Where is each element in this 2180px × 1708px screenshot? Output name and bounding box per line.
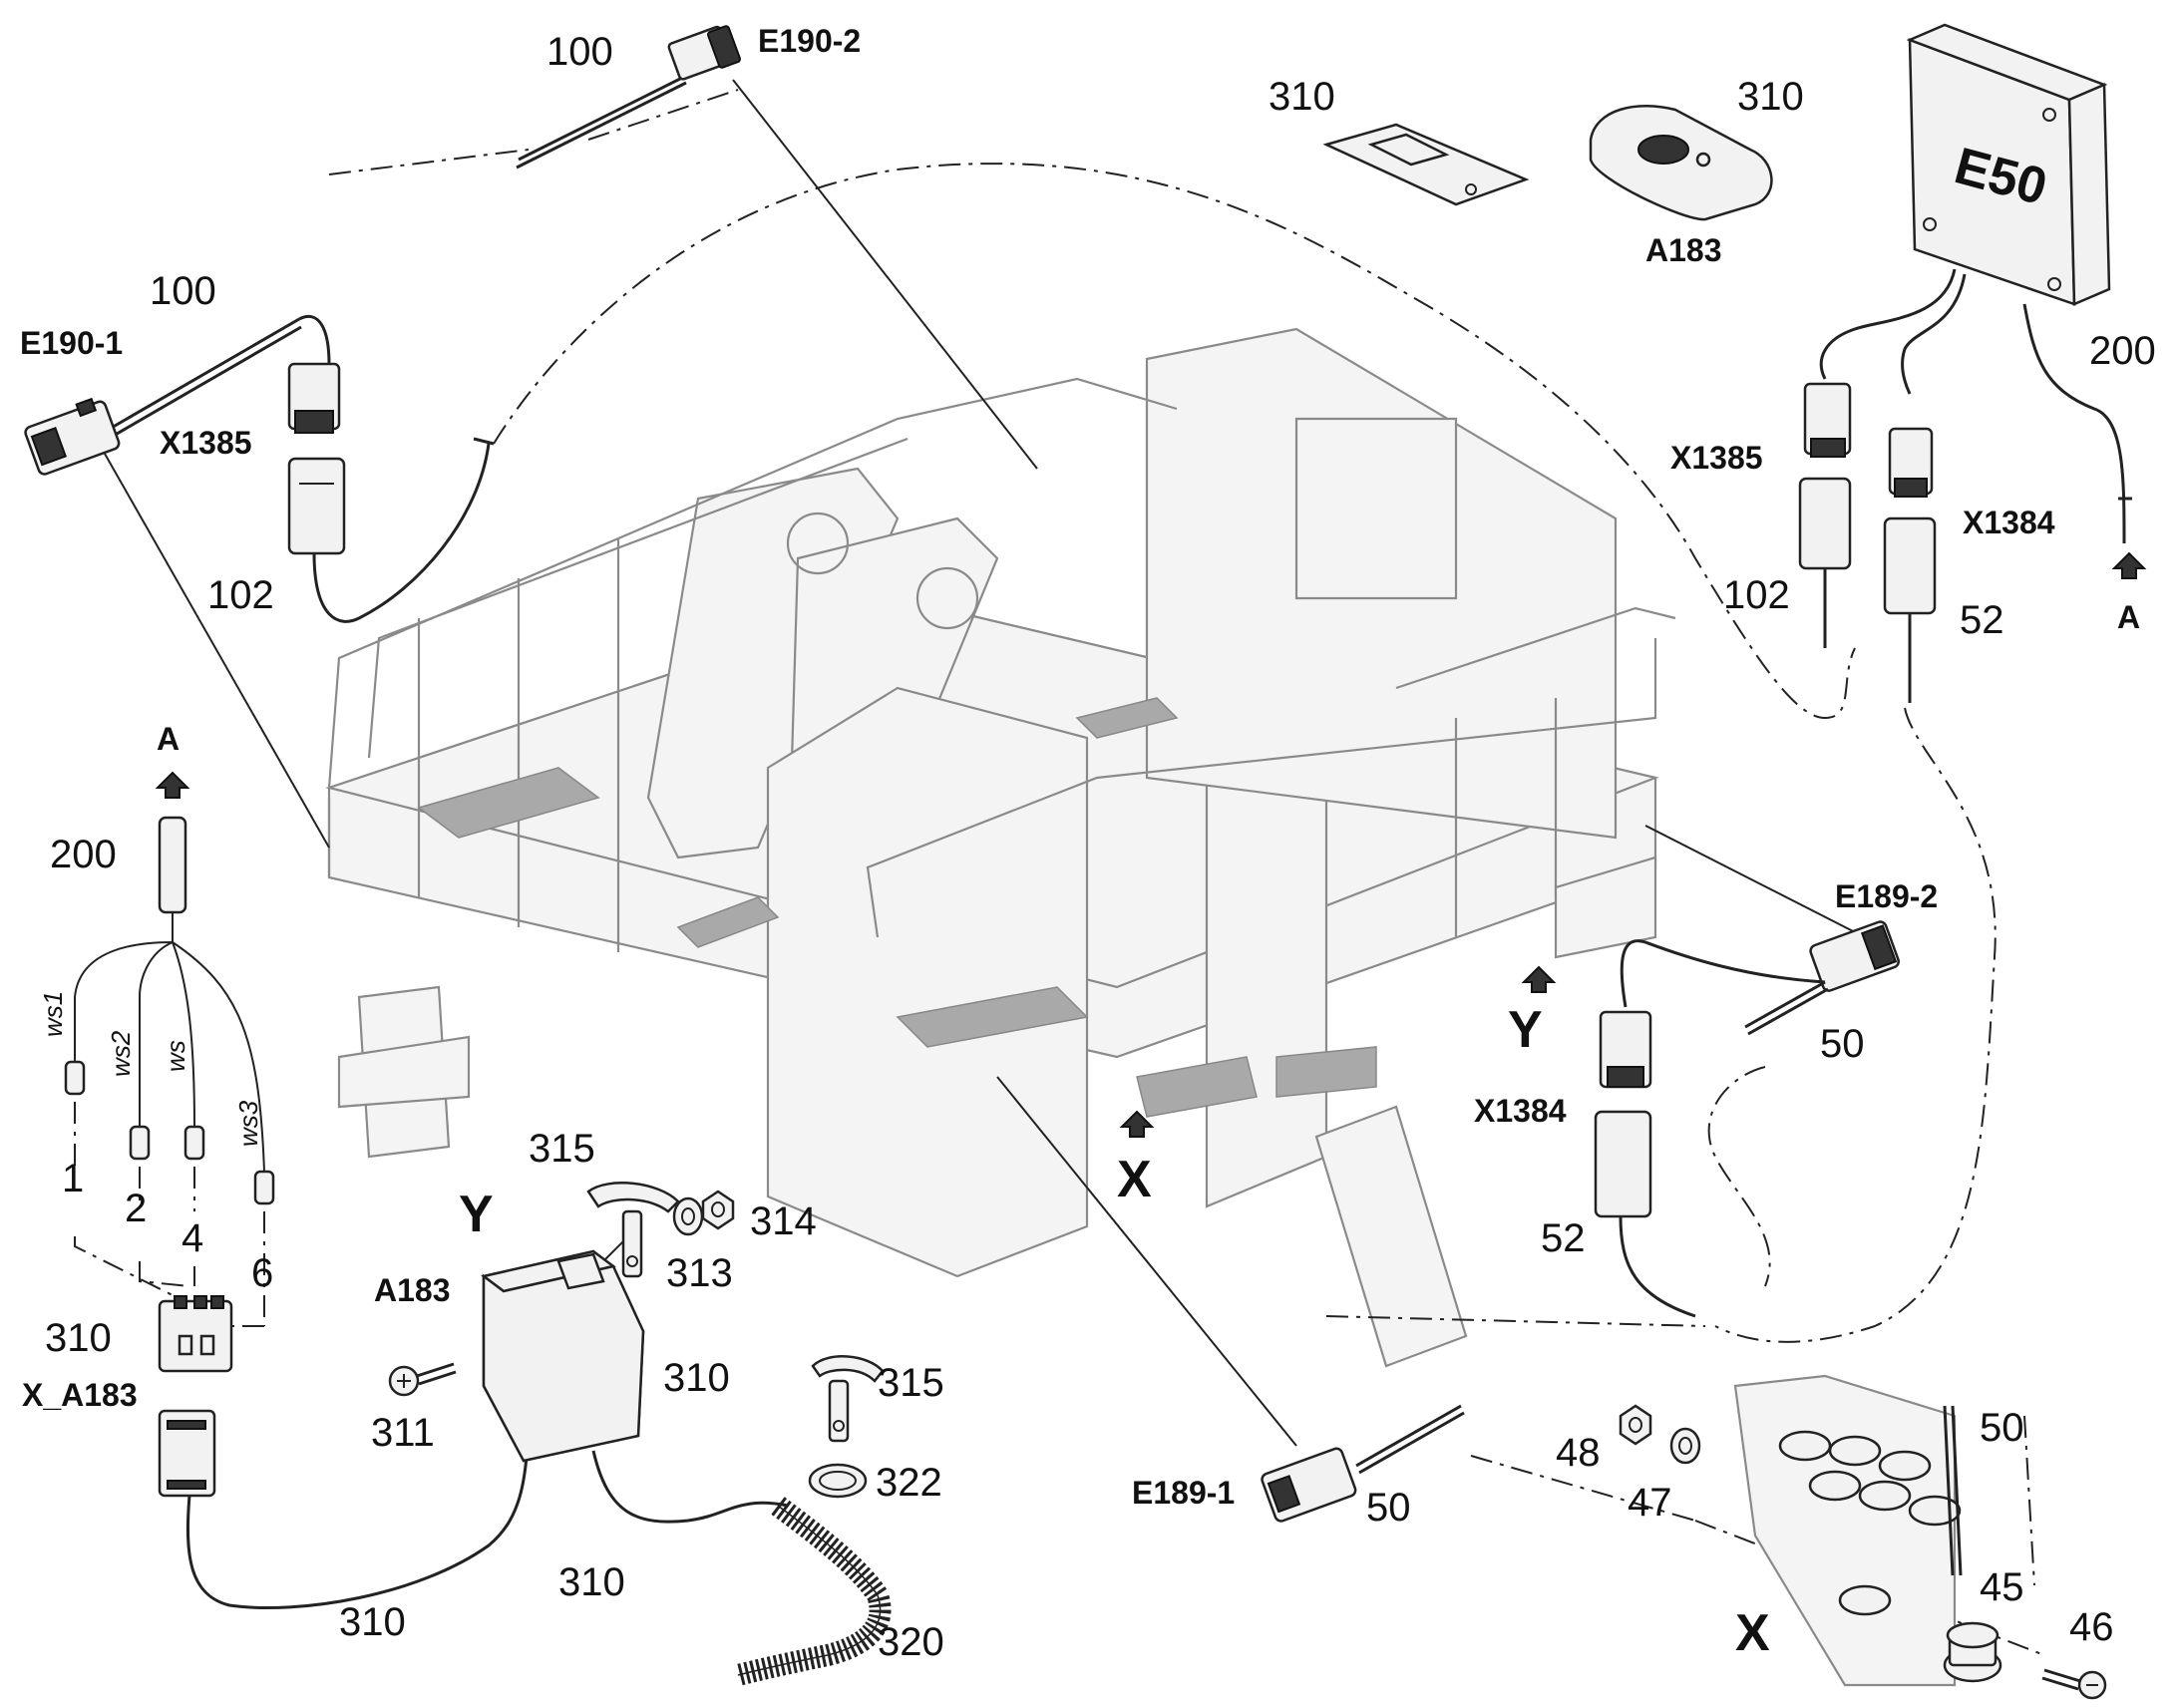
label-102-left: 102: [207, 573, 274, 617]
label-45: 45: [1980, 1565, 2024, 1609]
label-x-a183: X_A183: [22, 1377, 138, 1413]
arrow-y-icon: [1521, 965, 1557, 993]
label-e189-2: E189-2: [1835, 878, 1938, 914]
cable-50-right: [1594, 920, 1901, 1318]
card-310: [1322, 123, 1530, 206]
label-315-bottom: 315: [878, 1361, 944, 1405]
label-311: 311: [371, 1411, 435, 1455]
box-a183: [388, 1249, 645, 1463]
label-e190-1: E190-1: [20, 325, 123, 361]
label-x1384-mid: X1384: [1474, 1093, 1567, 1129]
label-310-cable-a: 310: [339, 1600, 406, 1644]
label-x1385-right: X1385: [1670, 440, 1763, 476]
label-48: 48: [1556, 1431, 1601, 1475]
label-310-plug: 310: [45, 1316, 112, 1360]
label-a183-mid: A183: [374, 1272, 451, 1308]
connector-x1385-right: [1798, 382, 1852, 648]
label-a183-top: A183: [1645, 232, 1722, 268]
label-y-machine: Y: [1508, 1001, 1543, 1059]
detail-x: [1619, 1374, 2107, 1700]
label-a-right: A: [2117, 599, 2140, 635]
connector-e189-1: [1261, 1404, 1465, 1523]
label-47: 47: [1628, 1481, 1672, 1525]
coil-hose-320: [735, 1497, 892, 1686]
cable-100-left: [24, 315, 495, 623]
label-pin-6: 6: [251, 1251, 273, 1295]
label-310-box: 310: [663, 1356, 730, 1400]
label-50-bottom: 50: [1366, 1486, 1411, 1530]
label-ws2: ws2: [106, 1030, 136, 1077]
cable-x-a183: [158, 1405, 531, 1609]
label-e190-2: E190-2: [758, 23, 861, 59]
arrow-x-icon: [1119, 1110, 1155, 1138]
label-310-remote: 310: [1737, 75, 1804, 119]
label-x-detail: X: [1735, 1604, 1770, 1662]
label-100-left: 100: [150, 269, 216, 313]
label-52-mid: 52: [1541, 1216, 1586, 1260]
clamp-322: [808, 1463, 868, 1499]
label-pin-2: 2: [125, 1187, 147, 1230]
label-46: 46: [2069, 1605, 2114, 1649]
label-102-right: 102: [1723, 573, 1790, 617]
cable-route-right: [1714, 707, 1997, 1343]
remote-a183: [1589, 105, 1773, 221]
label-ws1: ws1: [38, 991, 68, 1037]
label-a-left: A: [157, 721, 180, 757]
clip-315-bottom: [811, 1355, 885, 1443]
label-y-detail: Y: [459, 1186, 494, 1243]
label-314: 314: [750, 1199, 817, 1243]
label-200-right: 200: [2089, 329, 2156, 373]
label-320: 320: [878, 1620, 944, 1664]
clip-315-top: [586, 1182, 735, 1278]
label-ws3: ws3: [233, 1100, 263, 1147]
label-x1384-right: X1384: [1963, 505, 2055, 540]
label-x1385-left: X1385: [160, 425, 252, 461]
machine-body: [325, 327, 1676, 1368]
label-315-top: 315: [529, 1127, 595, 1171]
plug-310-wiring: [64, 771, 275, 1373]
label-52-right: 52: [1960, 598, 2004, 642]
label-50-mid: 50: [1820, 1022, 1865, 1066]
cable-310-box: [591, 1450, 789, 1524]
label-322: 322: [876, 1461, 942, 1505]
label-310-cable-b: 310: [558, 1560, 625, 1604]
arrow-a-right-icon: [2111, 551, 2147, 579]
label-310-card: 310: [1269, 75, 1335, 119]
label-200-left: 200: [50, 833, 117, 876]
box-e50: [1819, 23, 2132, 544]
label-ws: ws: [161, 1040, 190, 1072]
cable-100-top: [516, 25, 741, 170]
cable-route-outline: [493, 163, 1856, 720]
connector-x1384-right: [1883, 427, 1937, 703]
label-313: 313: [666, 1251, 733, 1295]
label-100-top: 100: [546, 30, 613, 74]
label-pin-4: 4: [182, 1216, 203, 1260]
label-e189-1: E189-1: [1132, 1475, 1235, 1511]
label-50-detail: 50: [1980, 1406, 2024, 1450]
arrow-a-left-icon: [155, 771, 190, 799]
label-pin-1: 1: [62, 1157, 84, 1200]
label-x-machine: X: [1117, 1151, 1152, 1208]
